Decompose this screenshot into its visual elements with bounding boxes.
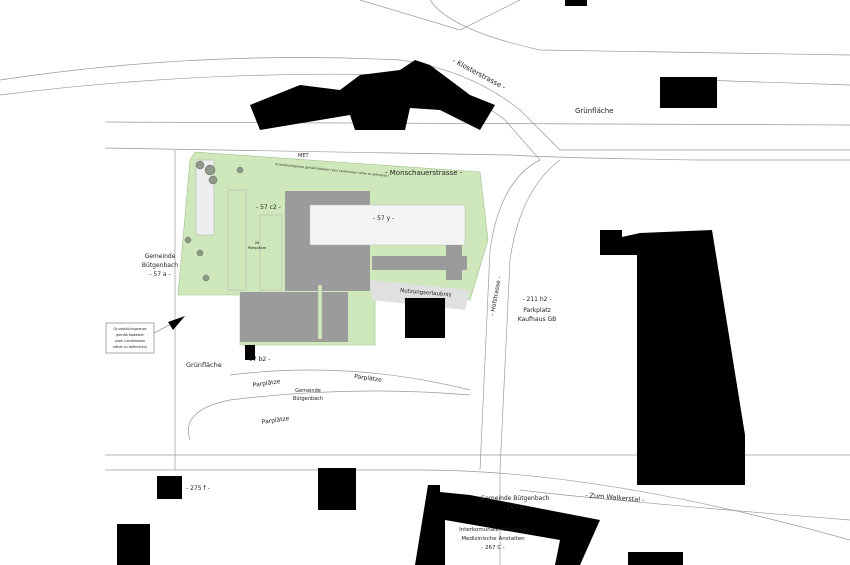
label-nutzungserlaubnis: Nutzungserlaubnis [400,288,452,298]
street-zum-walkerstal: - Zum Walkerstal - [585,491,646,504]
label-gruenflaeche-top: Grünfläche [575,107,613,115]
parcel-267c: Interkomunale für Sozio-Medizinische Ans… [459,527,527,551]
street-klosterstrasse: - Klosterstrasse - [451,57,507,92]
site-buildings [240,191,467,342]
label-gruenflaeche-bottom: Grünfläche [186,361,222,369]
label-parplaetze-1: Parplätze [252,378,281,389]
parcel-57y: - 57 y - [373,215,394,222]
parcel-211h2: - 211 h2 - [522,296,551,303]
parcel-57b2: - 57 b2 - [245,356,270,363]
label-parplaetze-3: Parplätze [261,415,290,426]
parcel-275f: - 275 f - [186,485,210,492]
parcel-57c2: - 57 c2 - [256,204,281,211]
label-met: MET [298,153,309,159]
labels: - Klosterstrasse - Grünfläche MET - Mons… [142,57,646,551]
arrow-icon [168,316,185,330]
street-monschauerstrasse: - Monschauerstrasse - [385,169,463,177]
trees [184,160,244,282]
street-hofstrasse: - Hofstrasse - [489,276,503,317]
surrounding-buildings [117,0,745,565]
label-parplaetze-2: Parplätze [354,373,383,384]
parcel-267a: Gemeinde Bütgenbach- 267 a - [481,495,550,511]
